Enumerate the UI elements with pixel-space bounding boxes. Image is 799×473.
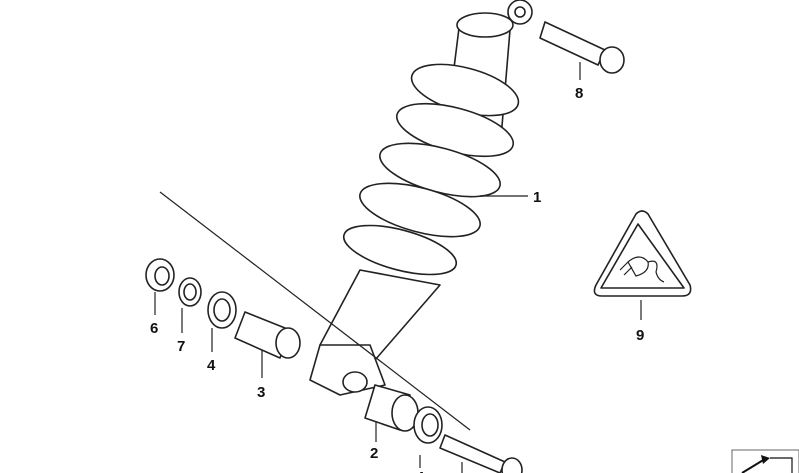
bolt-top-part[interactable] [539,21,625,74]
label-8: 8 [575,85,583,102]
warning-triangle-plug-icon[interactable] [593,210,692,297]
label-4: 4 [207,357,216,374]
bushing-lower-part[interactable] [364,384,419,432]
washer-left-part[interactable] [207,291,237,329]
navigation-arrow-icon[interactable] [731,449,799,473]
label-4-bottom: 4 [416,469,425,473]
label-9: 9 [636,327,644,344]
label-2: 2 [370,445,378,462]
label-1: 1 [533,189,541,206]
spacer-sleeve-part[interactable] [234,311,301,359]
washer-small-part[interactable] [178,277,202,307]
nut-part[interactable] [145,258,175,292]
shock-absorber-part[interactable] [309,0,533,396]
label-6: 6 [150,320,158,337]
label-7: 7 [177,338,185,355]
washer-bottom-part[interactable] [413,406,443,444]
bolt-bottom-part[interactable] [439,434,523,473]
label-3: 3 [257,384,265,401]
